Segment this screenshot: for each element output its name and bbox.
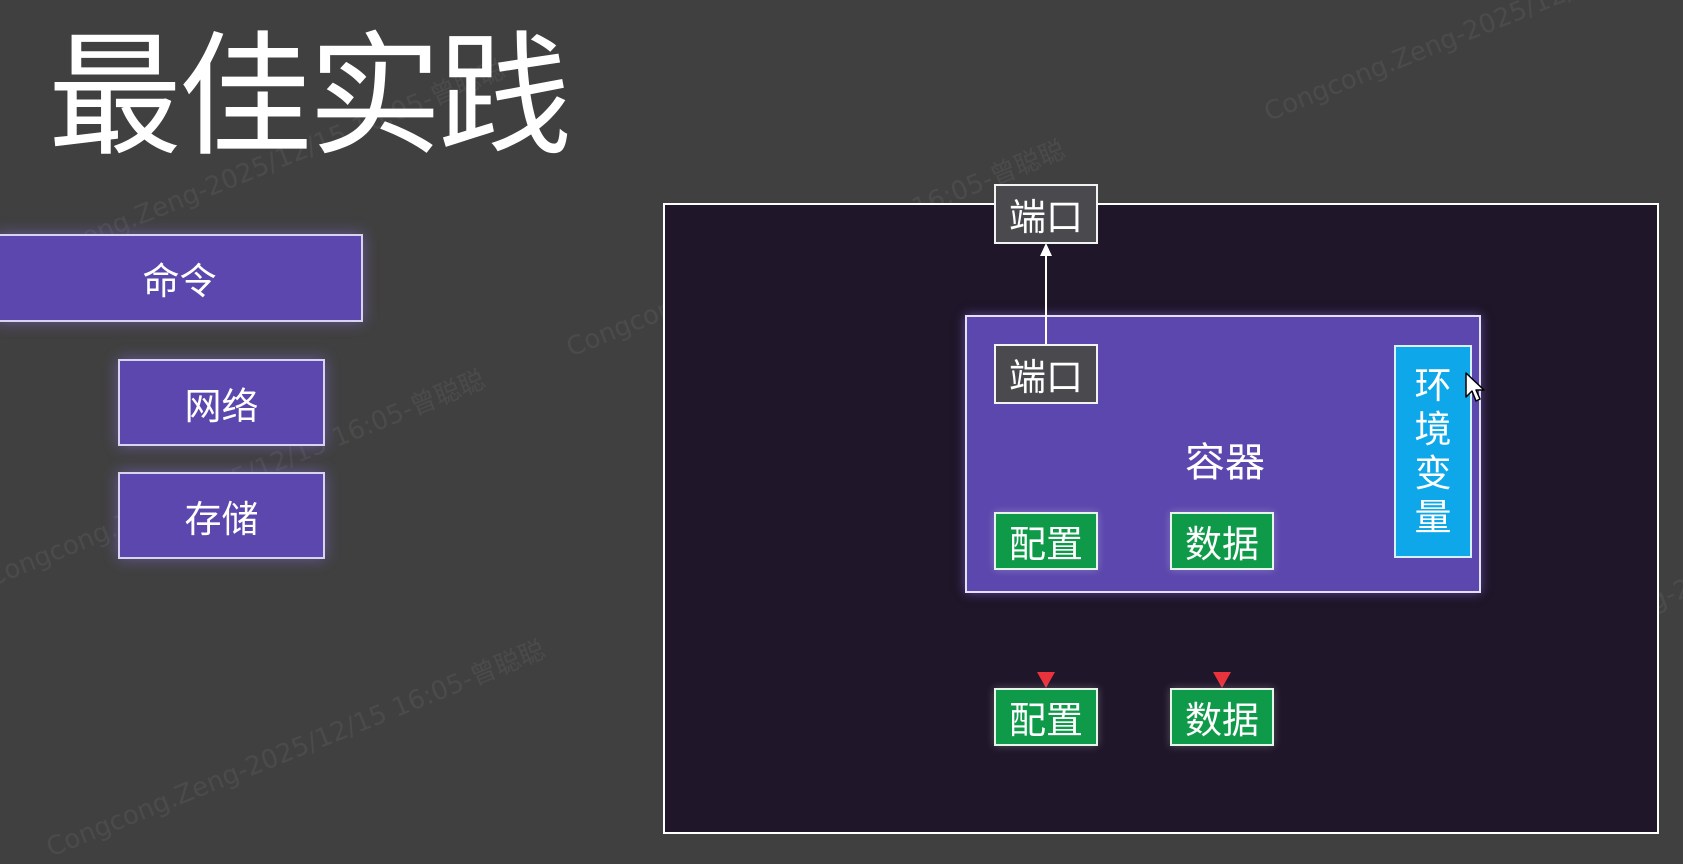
host-config-label: 配置	[1009, 699, 1083, 742]
container-config-box: 配置	[994, 512, 1098, 570]
command-button[interactable]: 命令	[0, 234, 363, 322]
storage-button[interactable]: 存储	[118, 472, 325, 559]
env-char: 境	[1414, 407, 1452, 451]
env-vars-box: 环 境 变 量	[1394, 345, 1472, 558]
host-data-label: 数据	[1185, 699, 1259, 742]
host-port-label: 端口	[1009, 196, 1083, 239]
container-port-label: 端口	[1009, 356, 1083, 399]
container-data-label: 数据	[1185, 523, 1259, 566]
storage-button-label: 存储	[184, 497, 259, 541]
config-mount-arrowhead	[1037, 672, 1055, 688]
env-char: 环	[1414, 363, 1452, 407]
port-mapping-arrowhead	[1040, 243, 1052, 256]
host-port-box: 端口	[994, 184, 1098, 244]
env-char: 变	[1414, 451, 1452, 495]
container-data-box: 数据	[1170, 512, 1274, 570]
container-config-label: 配置	[1009, 523, 1083, 566]
mouse-cursor-icon	[1465, 372, 1485, 402]
host-data-box: 数据	[1170, 688, 1274, 746]
container-label: 容器	[1185, 440, 1265, 486]
env-char: 量	[1414, 495, 1452, 539]
network-button-label: 网络	[184, 384, 259, 428]
page-title: 最佳实践	[48, 19, 572, 175]
data-mount-arrowhead	[1213, 672, 1231, 688]
network-button[interactable]: 网络	[118, 359, 325, 446]
host-config-box: 配置	[994, 688, 1098, 746]
command-button-label: 命令	[142, 260, 217, 303]
container-port-box: 端口	[994, 344, 1098, 404]
